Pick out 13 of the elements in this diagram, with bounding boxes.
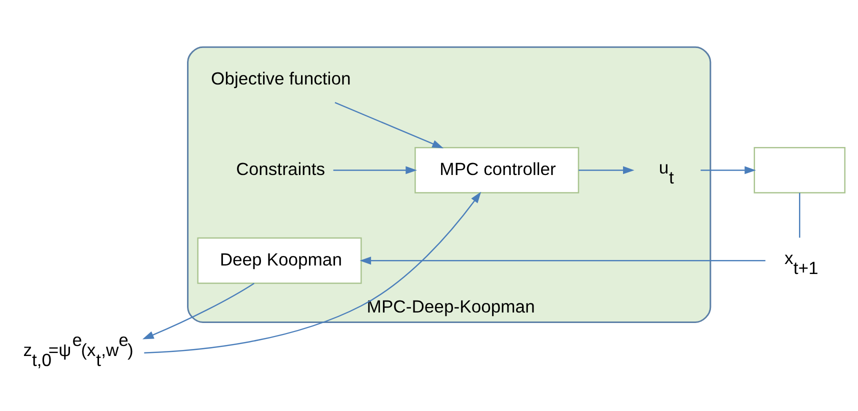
arrow xyxy=(700,166,756,174)
arrow xyxy=(333,166,417,174)
arrow xyxy=(144,191,482,353)
node-box: MPC controller xyxy=(414,146,580,193)
arrow xyxy=(360,256,766,264)
node-text: Objective function xyxy=(211,68,351,88)
connector xyxy=(798,192,800,238)
node-text: Constraints xyxy=(236,158,326,178)
arrow xyxy=(578,166,634,174)
arrow xyxy=(334,101,444,148)
arrow xyxy=(142,282,254,339)
node-box: Deep Koopman xyxy=(197,236,362,284)
node-box xyxy=(754,146,846,193)
